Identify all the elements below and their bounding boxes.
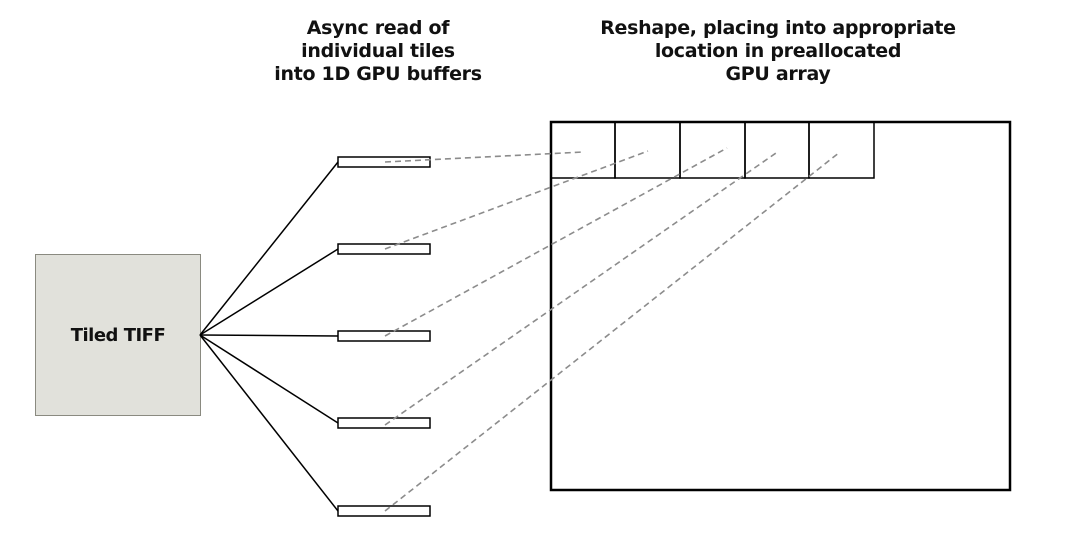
tiled-tiff-label: Tiled TIFF [70,324,166,346]
mapping-line [384,151,584,163]
gpu-array-tile [808,121,875,179]
gpu-array-tiles [550,121,875,179]
mapping-lines [384,147,841,512]
buffers-heading-line-2: individual tiles [301,40,455,62]
fanout-line [199,161,339,336]
buffers-heading-line-1: Async read of [306,17,450,39]
mapping-line [384,151,841,512]
mapping-line [384,150,649,250]
gpu-buffer [337,417,431,429]
fanout-line [199,334,339,337]
gpu-buffer [337,330,431,342]
fanout-line [199,248,339,336]
fanout-line [199,334,339,424]
fanout-lines [199,161,339,512]
reshape-heading-line-3: GPU array [725,63,831,85]
gpu-buffer [337,156,431,168]
mapping-line [384,147,728,337]
gpu-buffer [337,505,431,517]
reshape-heading-line-1: Reshape, placing into appropriate [600,17,956,39]
gpu-buffer [337,243,431,255]
fanout-line [199,334,339,512]
buffers-heading-line-3: into 1D GPU buffers [274,63,482,85]
buffers-heading: Async read of individual tiles into 1D G… [263,17,493,86]
reshape-heading-line-2: location in preallocated [654,40,902,62]
reshape-heading: Reshape, placing into appropriate locati… [578,17,978,86]
gpu-array [549,120,1012,492]
gpu-buffers [337,156,431,517]
